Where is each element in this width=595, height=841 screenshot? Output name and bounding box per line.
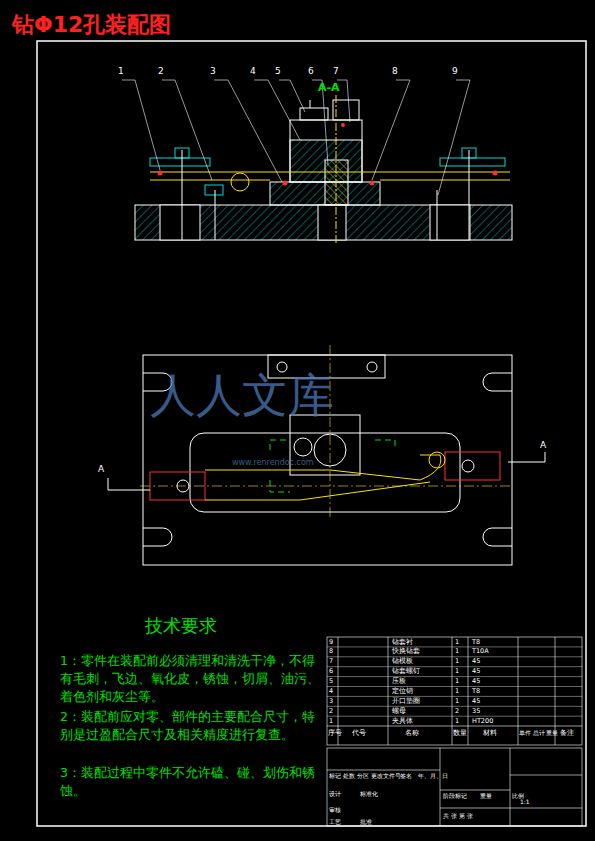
table-cell: 快换钻套 <box>392 648 420 656</box>
table-cell: 1 <box>329 718 333 726</box>
table-cell: 钻模板 <box>392 658 413 666</box>
title-block-cell: 阶段标记 <box>443 792 467 799</box>
table-header: 序号 <box>328 730 342 738</box>
table-cell: T8 <box>472 688 480 696</box>
table-cell: 夹具体 <box>392 718 413 726</box>
title-block-cell: 年、月、日 <box>418 772 448 779</box>
notes-heading: 技术要求 <box>145 615 217 637</box>
table-rule <box>327 646 582 647</box>
section-label: A-A <box>318 81 340 94</box>
table-rule <box>327 716 582 717</box>
table-header: 单件 总计 重量 <box>519 730 559 737</box>
table-rule <box>327 686 582 687</box>
callout-number: 1 <box>118 66 124 77</box>
table-cell: 1 <box>455 688 459 696</box>
title-block-cell: 共 张 第 张 <box>443 812 473 819</box>
callout-number: 6 <box>308 66 314 77</box>
table-rule <box>327 676 582 677</box>
note-text: 2：装配前应对零、部件的主要配合尺寸，特别是过盈配合尺寸及相关精度进行复查。 <box>60 708 322 744</box>
title-block-cell: 设计 <box>329 790 341 797</box>
table-cell: 9 <box>329 639 333 647</box>
table-cell: 1 <box>455 648 459 656</box>
title-block-cell: 1:1 <box>520 798 530 805</box>
table-header: 名称 <box>405 730 419 738</box>
callout-number: 5 <box>275 66 281 77</box>
callout-number: 2 <box>158 66 164 77</box>
table-cell: 35 <box>472 708 480 716</box>
table-header: 材料 <box>483 730 497 738</box>
table-cell: 6 <box>329 668 333 676</box>
table-cell: HT200 <box>472 718 493 726</box>
table-cell: 45 <box>472 698 480 706</box>
table-cell: 钻套衬 <box>392 639 413 647</box>
table-cell: 1 <box>455 639 459 647</box>
callout-number: 9 <box>452 66 458 77</box>
table-rule <box>327 656 582 657</box>
title-block-cell: 分区 <box>357 772 369 779</box>
table-cell: 8 <box>329 648 333 656</box>
table-cell: 压板 <box>392 678 406 686</box>
table-cell: 1 <box>455 668 459 676</box>
section-mark: A <box>540 440 546 451</box>
table-header: 数量 <box>453 730 467 738</box>
callout-number: 3 <box>210 66 216 77</box>
note-text: 1：零件在装配前必须清理和清洗干净，不得有毛刺，飞边、氧化皮，锈蚀，切屑、油污、… <box>60 652 322 706</box>
table-cell: 45 <box>472 678 480 686</box>
title-block-cell: 审核 <box>329 806 341 813</box>
table-cell: 1 <box>455 678 459 686</box>
watermark: 人人文库 <box>150 368 334 423</box>
callout-number: 7 <box>333 66 339 77</box>
watermark: www.renrendoc.com <box>232 458 314 468</box>
table-cell: 3 <box>329 698 333 706</box>
table-rule <box>327 666 582 667</box>
title-block-cell: 重量 <box>480 792 492 799</box>
note-text: 3：装配过程中零件不允许磕、碰、划伤和锈蚀。 <box>60 764 322 800</box>
table-cell: 螺母 <box>392 708 406 716</box>
title-block-cell: 签名 <box>400 772 412 779</box>
table-header: 备注 <box>560 730 574 738</box>
table-cell: 定位销 <box>392 688 413 696</box>
table-header: 代号 <box>352 730 366 738</box>
title-block-cell: 工艺 <box>329 818 341 825</box>
table-rule <box>327 706 582 707</box>
drawing-title: 钻Φ12孔装配图 <box>12 12 171 38</box>
table-cell: 5 <box>329 678 333 686</box>
callout-number: 4 <box>250 66 256 77</box>
table-cell: 2 <box>455 708 459 716</box>
table-cell: 1 <box>455 658 459 666</box>
table-cell: 4 <box>329 688 333 696</box>
table-cell: 1 <box>455 718 459 726</box>
title-block-cell: 处数 <box>343 772 355 779</box>
title-block-cell: 标准化 <box>360 790 378 797</box>
table-rule <box>327 696 582 697</box>
table-cell: 钻套螺钉 <box>392 668 420 676</box>
table-cell: 45 <box>472 668 480 676</box>
callout-number: 8 <box>392 66 398 77</box>
table-cell: 2 <box>329 708 333 716</box>
title-block-cell: 更改文件号 <box>371 772 401 779</box>
table-cell: 1 <box>455 698 459 706</box>
table-cell: T10A <box>472 648 489 656</box>
title-block-cell: 批准 <box>360 818 372 825</box>
title-block-cell: 标记 <box>329 772 341 779</box>
table-cell: 7 <box>329 658 333 666</box>
table-cell: 45 <box>472 658 480 666</box>
table-cell: T8 <box>472 639 480 647</box>
table-cell: 开口垫圈 <box>392 698 420 706</box>
section-mark: A <box>98 464 104 475</box>
